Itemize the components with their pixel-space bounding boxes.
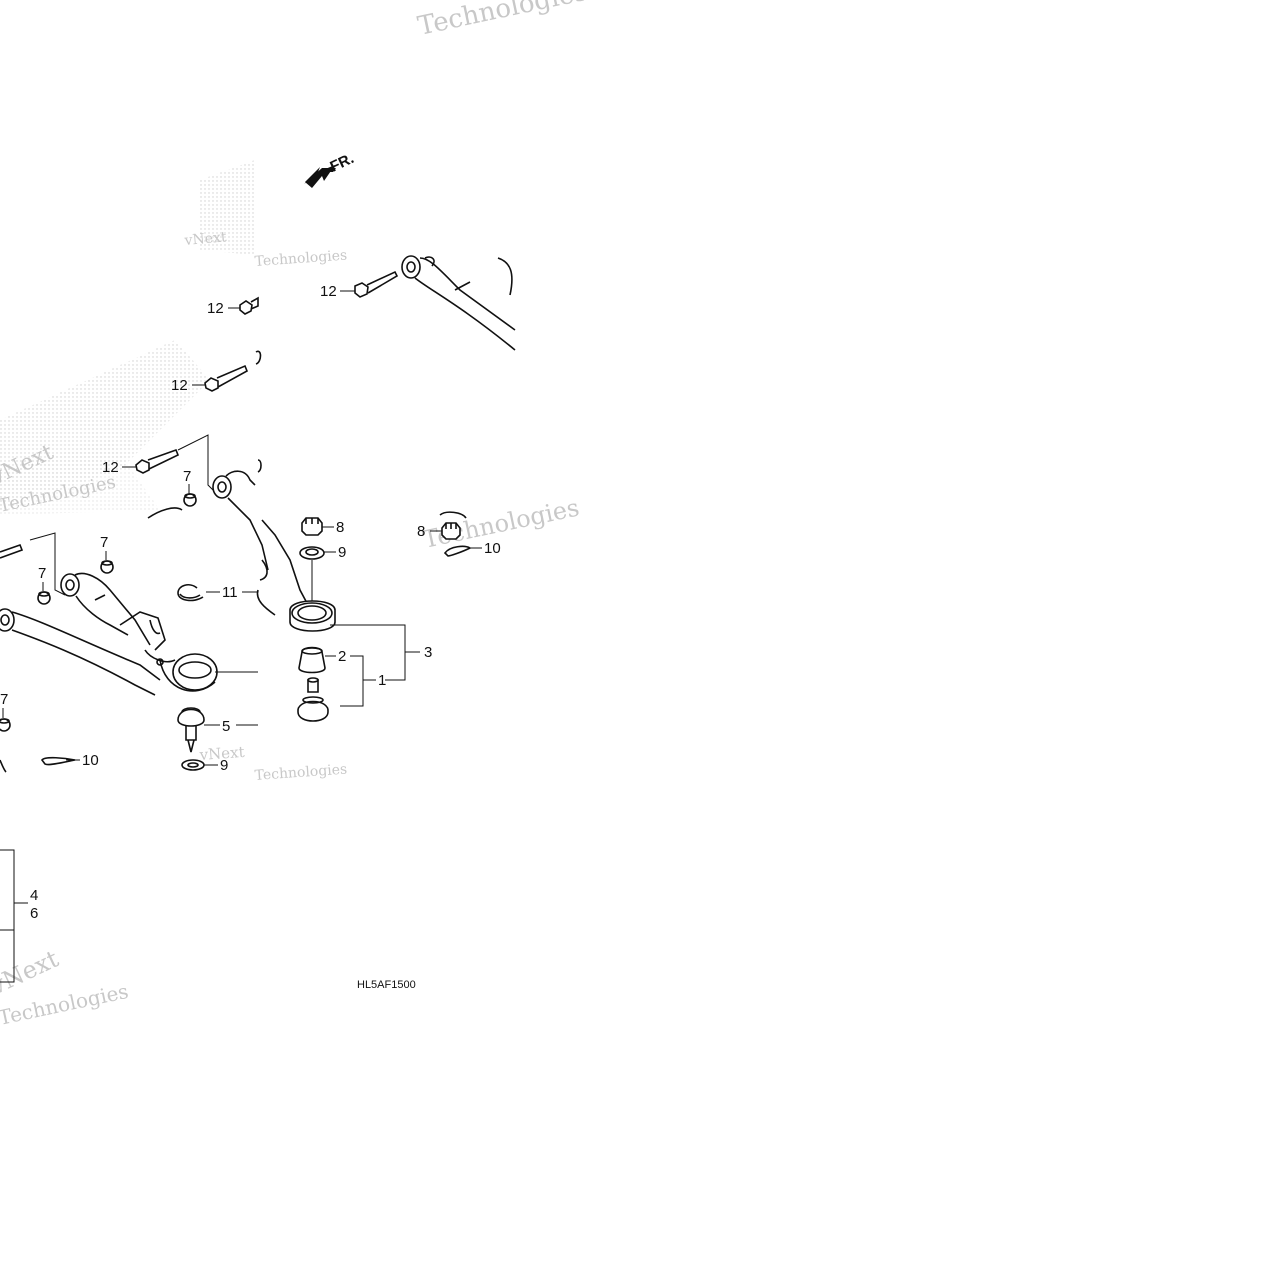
- bolt-12-third: [192, 350, 262, 392]
- callout-9: 9: [220, 757, 228, 774]
- callout-8: 8: [417, 523, 425, 540]
- watermark: Technologies vNext Technologies vNext Te…: [0, 0, 590, 1030]
- knuckle-boss: [289, 600, 420, 681]
- nut-7-bottom-left: [0, 708, 11, 732]
- callout-5: 5: [222, 718, 230, 735]
- washer-9-bottom: [181, 759, 218, 771]
- watermark-text: Technologies: [254, 762, 348, 784]
- front-direction-arrow: FR.: [304, 150, 357, 188]
- callout-9: 9: [338, 544, 346, 561]
- ball-joint-5: [177, 707, 258, 753]
- nut-7: [183, 484, 197, 507]
- bolt-12-fourth: [122, 434, 216, 493]
- callout-10: 10: [484, 540, 501, 557]
- cotter-pin-10-right: [443, 545, 482, 557]
- nut-7-upper: [100, 551, 114, 574]
- cotter-pin-10-left: [40, 756, 80, 766]
- watermark-text: vNext: [183, 229, 228, 249]
- callout-6: 6: [30, 905, 38, 922]
- callout-12: 12: [171, 377, 188, 394]
- ball-joint-1: [297, 677, 329, 722]
- castle-nut-8-right: [430, 511, 467, 540]
- bolt-12-second: [228, 296, 259, 315]
- nut-7-left: [37, 582, 51, 605]
- washer-9: [299, 546, 336, 605]
- callout-11: 11: [222, 584, 238, 601]
- callout-7: 7: [38, 565, 46, 582]
- dust-boot-2: [298, 646, 336, 674]
- callout-1: 1: [378, 672, 386, 689]
- callout-12: 12: [102, 459, 119, 476]
- bracket-4-6: [0, 849, 28, 983]
- castle-nut-8: [301, 517, 334, 536]
- lower-a-arm: [0, 572, 258, 696]
- control-arm-upper-section: [212, 459, 309, 616]
- circlip-11: [177, 584, 258, 602]
- callout-8: 8: [336, 519, 344, 536]
- callout-12: 12: [207, 300, 224, 317]
- callout-7: 7: [0, 691, 8, 708]
- watermark-pattern: [0, 160, 255, 515]
- upper-arm-part: [401, 255, 516, 351]
- diagram-code: HL5AF1500: [357, 979, 416, 991]
- watermark-text: vNext: [198, 743, 245, 764]
- callout-2: 2: [338, 648, 346, 665]
- callout-10: 10: [82, 752, 99, 769]
- bolt-12-top: [340, 270, 399, 298]
- watermark-text: vNext: [0, 945, 63, 1001]
- callout-12: 12: [320, 283, 337, 300]
- callout-7: 7: [183, 468, 191, 485]
- callout-3: 3: [424, 644, 432, 661]
- watermark-text: Technologies: [415, 0, 590, 42]
- front-direction-label: FR.: [328, 150, 357, 176]
- watermark-text: Technologies: [254, 248, 348, 270]
- callout-7: 7: [100, 534, 108, 551]
- callout-4: 4: [30, 887, 38, 904]
